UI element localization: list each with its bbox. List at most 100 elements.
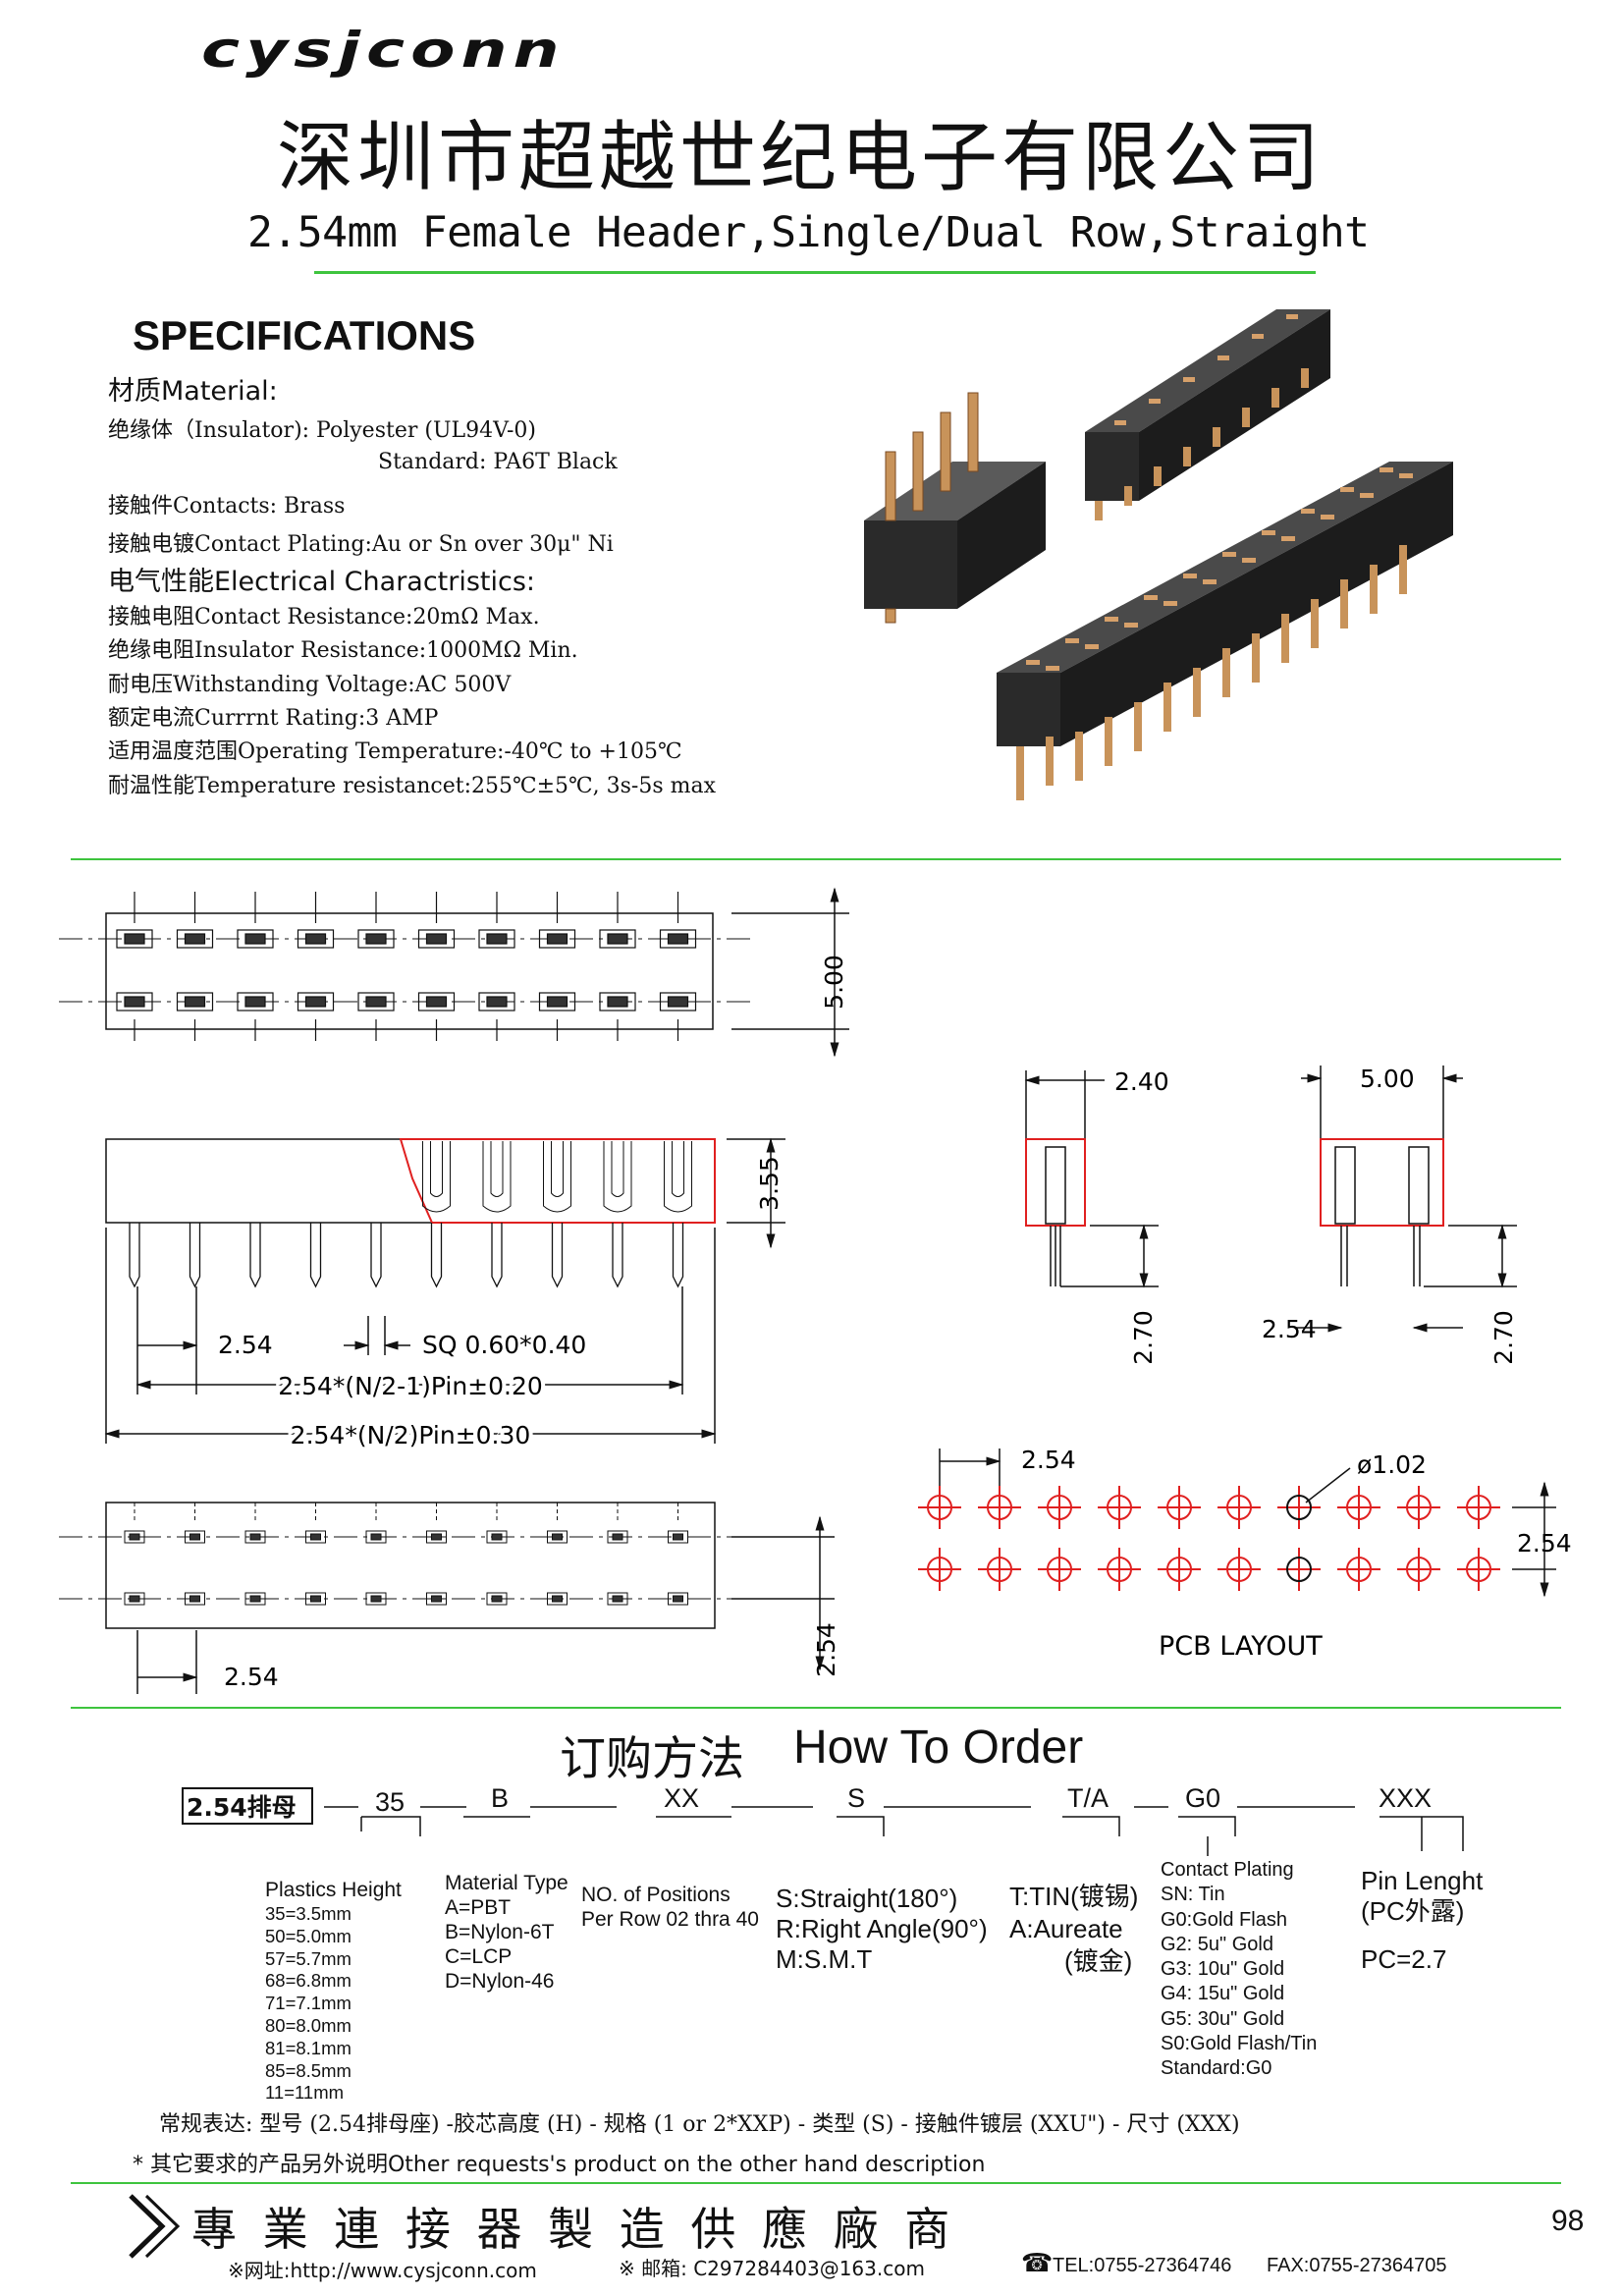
- bottom-pad-core: [431, 1595, 442, 1603]
- dim-dual-pitch: 2.54: [1262, 1315, 1317, 1343]
- contact-slot: [237, 992, 274, 1011]
- contact-spring: [664, 1141, 692, 1213]
- plating-item: SN: Tin: [1161, 1884, 1225, 1906]
- plating-title: Contact Plating: [1161, 1859, 1294, 1881]
- contact-slot-core: [667, 933, 689, 945]
- contact-spring: [543, 1141, 571, 1213]
- bottom-pad-core: [552, 1533, 563, 1541]
- contact-slot: [478, 929, 515, 949]
- pcb-hole: [1466, 1495, 1491, 1520]
- order-title-en: How To Order: [793, 1722, 1084, 1774]
- pcb-hole: [1466, 1557, 1491, 1582]
- type-item: R:Right Angle(90°): [776, 1914, 988, 1943]
- bottom-pad: [607, 1592, 628, 1606]
- pin: [249, 1223, 261, 1288]
- pin: [189, 1223, 201, 1288]
- contact-slot: [116, 929, 153, 949]
- plastics-height-item: 71=7.1mm: [265, 1993, 352, 2014]
- code-positions: XX: [664, 1783, 700, 1813]
- plastics-height-item: 81=8.1mm: [265, 2037, 352, 2058]
- pcb-hole: [1346, 1495, 1372, 1520]
- dim-bottom-pitch-v: 2.54: [812, 1622, 840, 1677]
- contact-slot: [478, 992, 515, 1011]
- aureate-cn: (镀金): [1064, 1946, 1133, 1976]
- bottom-pad: [668, 1592, 688, 1606]
- bottom-pad-core: [129, 1533, 140, 1541]
- top-view: [59, 887, 849, 1058]
- bottom-pad-core: [552, 1595, 563, 1603]
- contact-slot-core: [184, 996, 206, 1008]
- bottom-pad-core: [189, 1533, 200, 1541]
- electrical-heading: 电气性能Electrical Charactristics:: [108, 567, 536, 597]
- code-pin-length: XXX: [1379, 1783, 1433, 1813]
- pin: [430, 1223, 443, 1288]
- spec-contacts: 接触件Contacts: Brass: [108, 494, 346, 519]
- n2-label: 2.54*(N/2)Pin±0.30: [291, 1421, 531, 1449]
- spec-plating: 接触电镀Contact Plating:Au or Sn over 30μ" N…: [108, 532, 614, 557]
- contact-slot: [297, 992, 335, 1011]
- sq-label: SQ 0.60*0.40: [422, 1331, 586, 1359]
- n2-minus-one-label: 2.54*(N/2-1)Pin±0.20: [278, 1372, 543, 1400]
- bottom-pad-core: [249, 1533, 261, 1541]
- other-requests: * 其它要求的产品另外说明Other requests's product on…: [133, 2153, 986, 2177]
- contact-spring-inner: [611, 1141, 624, 1197]
- contact-slot-core: [667, 996, 689, 1008]
- bottom-pad: [244, 1592, 266, 1606]
- contact-slot-core: [244, 933, 266, 945]
- bottom-pad: [305, 1592, 326, 1606]
- contact-slot-core: [607, 996, 628, 1008]
- contact-slot: [599, 992, 636, 1011]
- bottom-pad: [426, 1592, 447, 1606]
- dim-top-height: 5.00: [820, 955, 848, 1010]
- dim-dual-pin: 2.70: [1489, 1310, 1518, 1365]
- material-type-list: Material Type A=PBT B=Nylon-6T C=LCP D=N…: [445, 1871, 568, 1994]
- logo-text: cysjconn: [201, 22, 566, 79]
- plating-item: G5: 30u" Gold: [1161, 2007, 1285, 2030]
- bottom-pad: [486, 1592, 508, 1606]
- pcb-hole: [1226, 1495, 1252, 1520]
- bottom-pad: [668, 1530, 688, 1544]
- bottom-pad: [185, 1530, 205, 1544]
- contact-slot: [237, 929, 274, 949]
- plastics-height-list: Plastics Height 35=3.5mm 50=5.0mm 57=5.7…: [265, 1878, 402, 2105]
- short-header-illustration: [1085, 309, 1330, 520]
- pin: [370, 1223, 382, 1288]
- contact-slot: [357, 992, 395, 1011]
- dim-pcb-hole: ø1.02: [1357, 1450, 1427, 1479]
- pcb-hole: [1047, 1495, 1072, 1520]
- dual-row-header-illustration: [997, 462, 1453, 800]
- plastics-height-item: 68=6.8mm: [265, 1970, 352, 1992]
- spec-temp-resistance: 耐温性能Temperature resistancet:255℃±5℃, 3s-…: [108, 774, 717, 798]
- pin: [551, 1223, 564, 1288]
- spec-contact-resistance: 接触电阻Contact Resistance:20mΩ Max.: [108, 605, 540, 629]
- contact-slot-core: [124, 933, 145, 945]
- technical-drawing: 5.00 3.55 2.54 SQ 0.60*0.40 2.54*(N/2-1)…: [59, 887, 1572, 1694]
- bottom-pad: [244, 1530, 266, 1544]
- plastics-height-item: 50=5.0mm: [265, 1925, 352, 1946]
- contact-spring-inner: [490, 1141, 504, 1197]
- contact-slot: [176, 929, 214, 949]
- pin-length-value: PC=2.7: [1361, 1944, 1447, 1974]
- footer-fax: FAX:0755-27364705: [1267, 2255, 1447, 2276]
- contact-slot-core: [486, 996, 508, 1008]
- contact-slot: [357, 929, 395, 949]
- bottom-pad: [486, 1530, 508, 1544]
- divider-drawings: [71, 1707, 1561, 1709]
- contact-spring-inner: [551, 1141, 564, 1197]
- spec-current-rating: 额定电流Currrnt Rating:3 AMP: [108, 706, 439, 731]
- pcb-hole: [1107, 1557, 1132, 1582]
- bottom-pad: [305, 1530, 326, 1544]
- dim-single-width: 2.40: [1114, 1067, 1169, 1096]
- pin: [309, 1223, 322, 1288]
- pcb-hole: [927, 1495, 952, 1520]
- contact-slot: [659, 992, 697, 1011]
- plating-item: S0:Gold Flash/Tin: [1161, 2033, 1318, 2055]
- pcb-hole: [1047, 1557, 1072, 1582]
- dim-pitch-side: 2.54: [218, 1331, 273, 1359]
- contact-slot: [538, 929, 576, 949]
- contact-slot-core: [607, 933, 628, 945]
- spec-insulator-resistance: 绝缘电阻Insulator Resistance:1000MΩ Min.: [108, 638, 578, 663]
- divider-specs: [71, 858, 1561, 860]
- contact-spring: [603, 1141, 632, 1213]
- regular-expression: 常规表达: 型号 (2.54排母座) -胶芯高度 (H) - 规格 (1 or …: [159, 2112, 1240, 2137]
